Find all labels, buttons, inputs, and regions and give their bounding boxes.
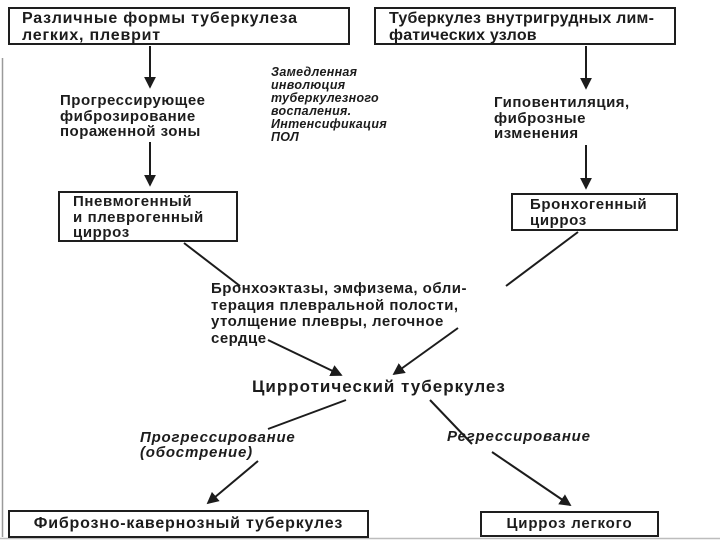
box-intrathoracic-lymph-nodes: Туберкулез внутригрудных лим- фатических… xyxy=(374,7,676,45)
box-fibrocavernous-tuberculosis: Фиброзно-кавернозный туберкулез xyxy=(8,510,369,538)
label-progressive-fibrosis: Прогрессирующее фиброзирование пораженно… xyxy=(60,92,206,140)
line-cirrhotic-to-progression xyxy=(267,399,347,430)
line-bronchogenic-to-complications xyxy=(505,231,579,287)
note-slowed-involution: Замедленная инволюция туберкулезного вос… xyxy=(271,65,387,144)
label-complications: Бронхоэктазы, эмфизема, обли- терация пл… xyxy=(211,280,467,347)
arrow-progression-to-fibrocavernous xyxy=(206,460,259,505)
box-lung-cirrhosis: Цирроз легкого xyxy=(480,511,659,537)
box-bronchogenic-cirrhosis: Бронхогенный цирроз xyxy=(511,193,678,231)
node-cirrhotic-tuberculosis: Цирротический туберкулез xyxy=(252,377,506,396)
box-pneumogenic-pleurogenic-cirrhosis: Пневмогенный и плеврогенный цирроз xyxy=(58,191,238,242)
label-regression: Регрессирование xyxy=(447,428,591,445)
arrow-regression-to-lung-cirrhosis xyxy=(491,451,572,507)
box-various-forms-tuberculosis: Различные формы туберкулеза легких, плев… xyxy=(8,7,350,45)
label-hypoventilation: Гиповентиляция, фиброзные изменения xyxy=(494,94,630,142)
label-progression-exacerbation: Прогрессирование (обострение) xyxy=(140,429,296,461)
